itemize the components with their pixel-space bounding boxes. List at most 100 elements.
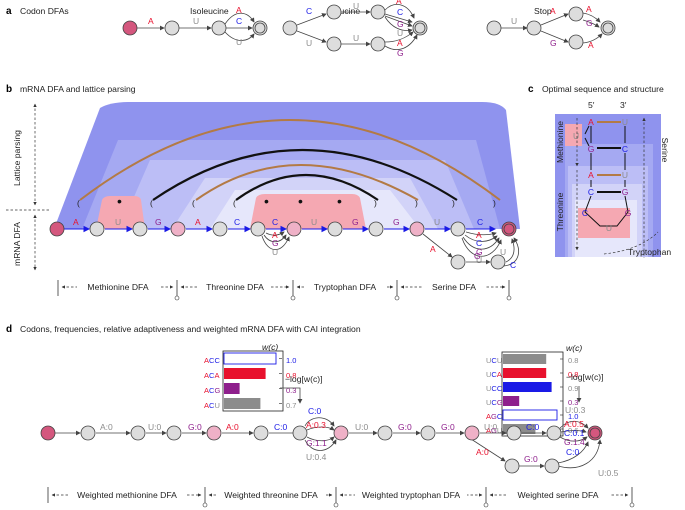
weight-bar bbox=[502, 409, 558, 421]
weight-value: 1.0 bbox=[568, 412, 578, 421]
svg-text:G: G bbox=[474, 251, 481, 261]
svg-text:U: U bbox=[397, 28, 403, 38]
mrna-dfa-label: mRNA DFA bbox=[12, 222, 22, 266]
lattice-parsing-label: Lattice parsing bbox=[12, 130, 22, 186]
neglog-label-thr: −log[w(c)] bbox=[285, 374, 323, 384]
weight-value: 0.7 bbox=[286, 401, 296, 410]
edge-thr-g11: G:1.1 bbox=[306, 438, 327, 448]
panel-a: a Codon DFAs Isoleucine A U C A U Leucin… bbox=[6, 0, 616, 58]
svg-text:(: ( bbox=[192, 198, 195, 208]
edge-thr-u04: U:0.4 bbox=[306, 452, 327, 462]
stop-label: Stop bbox=[534, 6, 552, 16]
edge-ser-c01: C:0.1 bbox=[564, 428, 585, 438]
edge-ser-c: C:0 bbox=[526, 422, 540, 432]
weight-bar bbox=[503, 382, 552, 392]
codon-label: ACG bbox=[204, 386, 220, 395]
svg-text:): ) bbox=[493, 198, 496, 208]
leucine-label: Leucine bbox=[330, 6, 360, 16]
wc-label-thr: w(c) bbox=[262, 342, 278, 352]
svg-text:C: C bbox=[236, 16, 242, 26]
svg-text:G: G bbox=[397, 48, 404, 58]
edge-thr-c2: C:0 bbox=[308, 406, 322, 416]
weighted-tryptophan-label: Weighted tryptophan DFA bbox=[362, 490, 461, 500]
weight-bar bbox=[503, 368, 547, 378]
codon-label: ACU bbox=[204, 401, 220, 410]
codon-label: UCU bbox=[486, 356, 502, 365]
panel-c-title: Optimal sequence and structure bbox=[542, 84, 664, 94]
panel-a-letter: a bbox=[6, 6, 12, 17]
svg-text:U: U bbox=[115, 217, 121, 227]
svg-text:•: • bbox=[337, 193, 342, 209]
svg-text:C: C bbox=[306, 6, 312, 16]
svg-text:U: U bbox=[193, 16, 199, 26]
panel-d-letter: d bbox=[6, 324, 12, 335]
tryptophan-dfa-label: Tryptophan DFA bbox=[314, 282, 377, 292]
side-label-threonine: Threonine bbox=[555, 192, 565, 231]
panel-d: d Codons, frequencies, relative adaptive… bbox=[6, 324, 635, 508]
svg-text:): ) bbox=[415, 198, 418, 208]
edge-met-u: U:0 bbox=[148, 422, 162, 432]
dfa-start-node bbox=[122, 20, 138, 36]
edge-thr-a: A:0 bbox=[226, 422, 239, 432]
mrna-dfa-chain: A U G A C C A G U U G G U C bbox=[49, 217, 519, 270]
weighted-threonine-label: Weighted threonine DFA bbox=[224, 490, 318, 500]
svg-text:(: ( bbox=[150, 198, 153, 208]
svg-text:U: U bbox=[573, 131, 579, 141]
isoleucine-label: Isoleucine bbox=[190, 6, 229, 16]
side-label-tryptophan: Tryptophan bbox=[628, 247, 671, 257]
svg-text:U: U bbox=[353, 33, 359, 43]
edge-met-g: G:0 bbox=[188, 422, 202, 432]
svg-text:G: G bbox=[476, 247, 483, 257]
weight-bar bbox=[224, 368, 266, 379]
methionine-dfa-label: Methionine DFA bbox=[87, 282, 148, 292]
neglog-label-ser: −log[w(c)] bbox=[566, 372, 604, 382]
weight-bar bbox=[224, 398, 261, 409]
weight-value: 0.9 bbox=[568, 384, 578, 393]
codon-label: UCA bbox=[486, 370, 502, 379]
svg-text:A: A bbox=[588, 170, 594, 180]
svg-text:A: A bbox=[397, 38, 403, 48]
svg-text:A: A bbox=[588, 117, 594, 127]
five-prime-label: 5′ bbox=[588, 100, 595, 110]
edge-met-a: A:0 bbox=[100, 422, 113, 432]
weighted-dfa-chain: A:0 U:0 G:0 A:0 C:0 C:0 A:0.3 G:1.1 U:0.… bbox=[40, 405, 619, 478]
svg-text:U: U bbox=[511, 16, 517, 26]
svg-text:G: G bbox=[588, 144, 595, 154]
svg-text:): ) bbox=[452, 198, 455, 208]
side-label-methionine: Methionine bbox=[555, 121, 565, 163]
svg-text:C: C bbox=[477, 217, 483, 227]
edge-ser-a: A:0 bbox=[476, 447, 489, 457]
svg-text:U: U bbox=[606, 223, 612, 233]
panel-c-letter: c bbox=[528, 84, 534, 95]
svg-text:A: A bbox=[195, 217, 201, 227]
svg-text:(: ( bbox=[77, 198, 80, 208]
svg-text:C: C bbox=[272, 217, 278, 227]
codon-label: AGU bbox=[486, 426, 502, 435]
svg-text:U: U bbox=[434, 217, 440, 227]
svg-text:A: A bbox=[148, 16, 154, 26]
svg-text:U: U bbox=[306, 38, 312, 48]
svg-text:(: ( bbox=[233, 198, 236, 208]
svg-text:A: A bbox=[396, 0, 402, 6]
svg-text:A: A bbox=[476, 230, 482, 240]
edge-trp-u: U:0 bbox=[355, 422, 369, 432]
weight-value: 0.3 bbox=[286, 386, 296, 395]
weight-value: 0.8 bbox=[568, 356, 578, 365]
panel-c: c Optimal sequence and structure 5′ 3′ A… bbox=[528, 84, 671, 258]
codon-label: ACA bbox=[204, 371, 219, 380]
serine-dfa-label: Serine DFA bbox=[432, 282, 476, 292]
panel-d-segments: Weighted methionine DFA Weighted threoni… bbox=[47, 487, 635, 508]
weight-bar bbox=[503, 354, 547, 364]
weight-value: 0.8 bbox=[568, 370, 578, 379]
svg-text:): ) bbox=[374, 198, 377, 208]
svg-text:C: C bbox=[588, 187, 594, 197]
svg-text:A: A bbox=[550, 6, 556, 16]
svg-text:C: C bbox=[476, 238, 482, 248]
edge-trp-g1: G:0 bbox=[398, 422, 412, 432]
svg-text:G: G bbox=[622, 187, 629, 197]
svg-text:•: • bbox=[298, 193, 303, 209]
weight-value: 0.3 bbox=[568, 398, 578, 407]
svg-text:U: U bbox=[622, 117, 628, 127]
unpaired-box bbox=[96, 196, 145, 229]
